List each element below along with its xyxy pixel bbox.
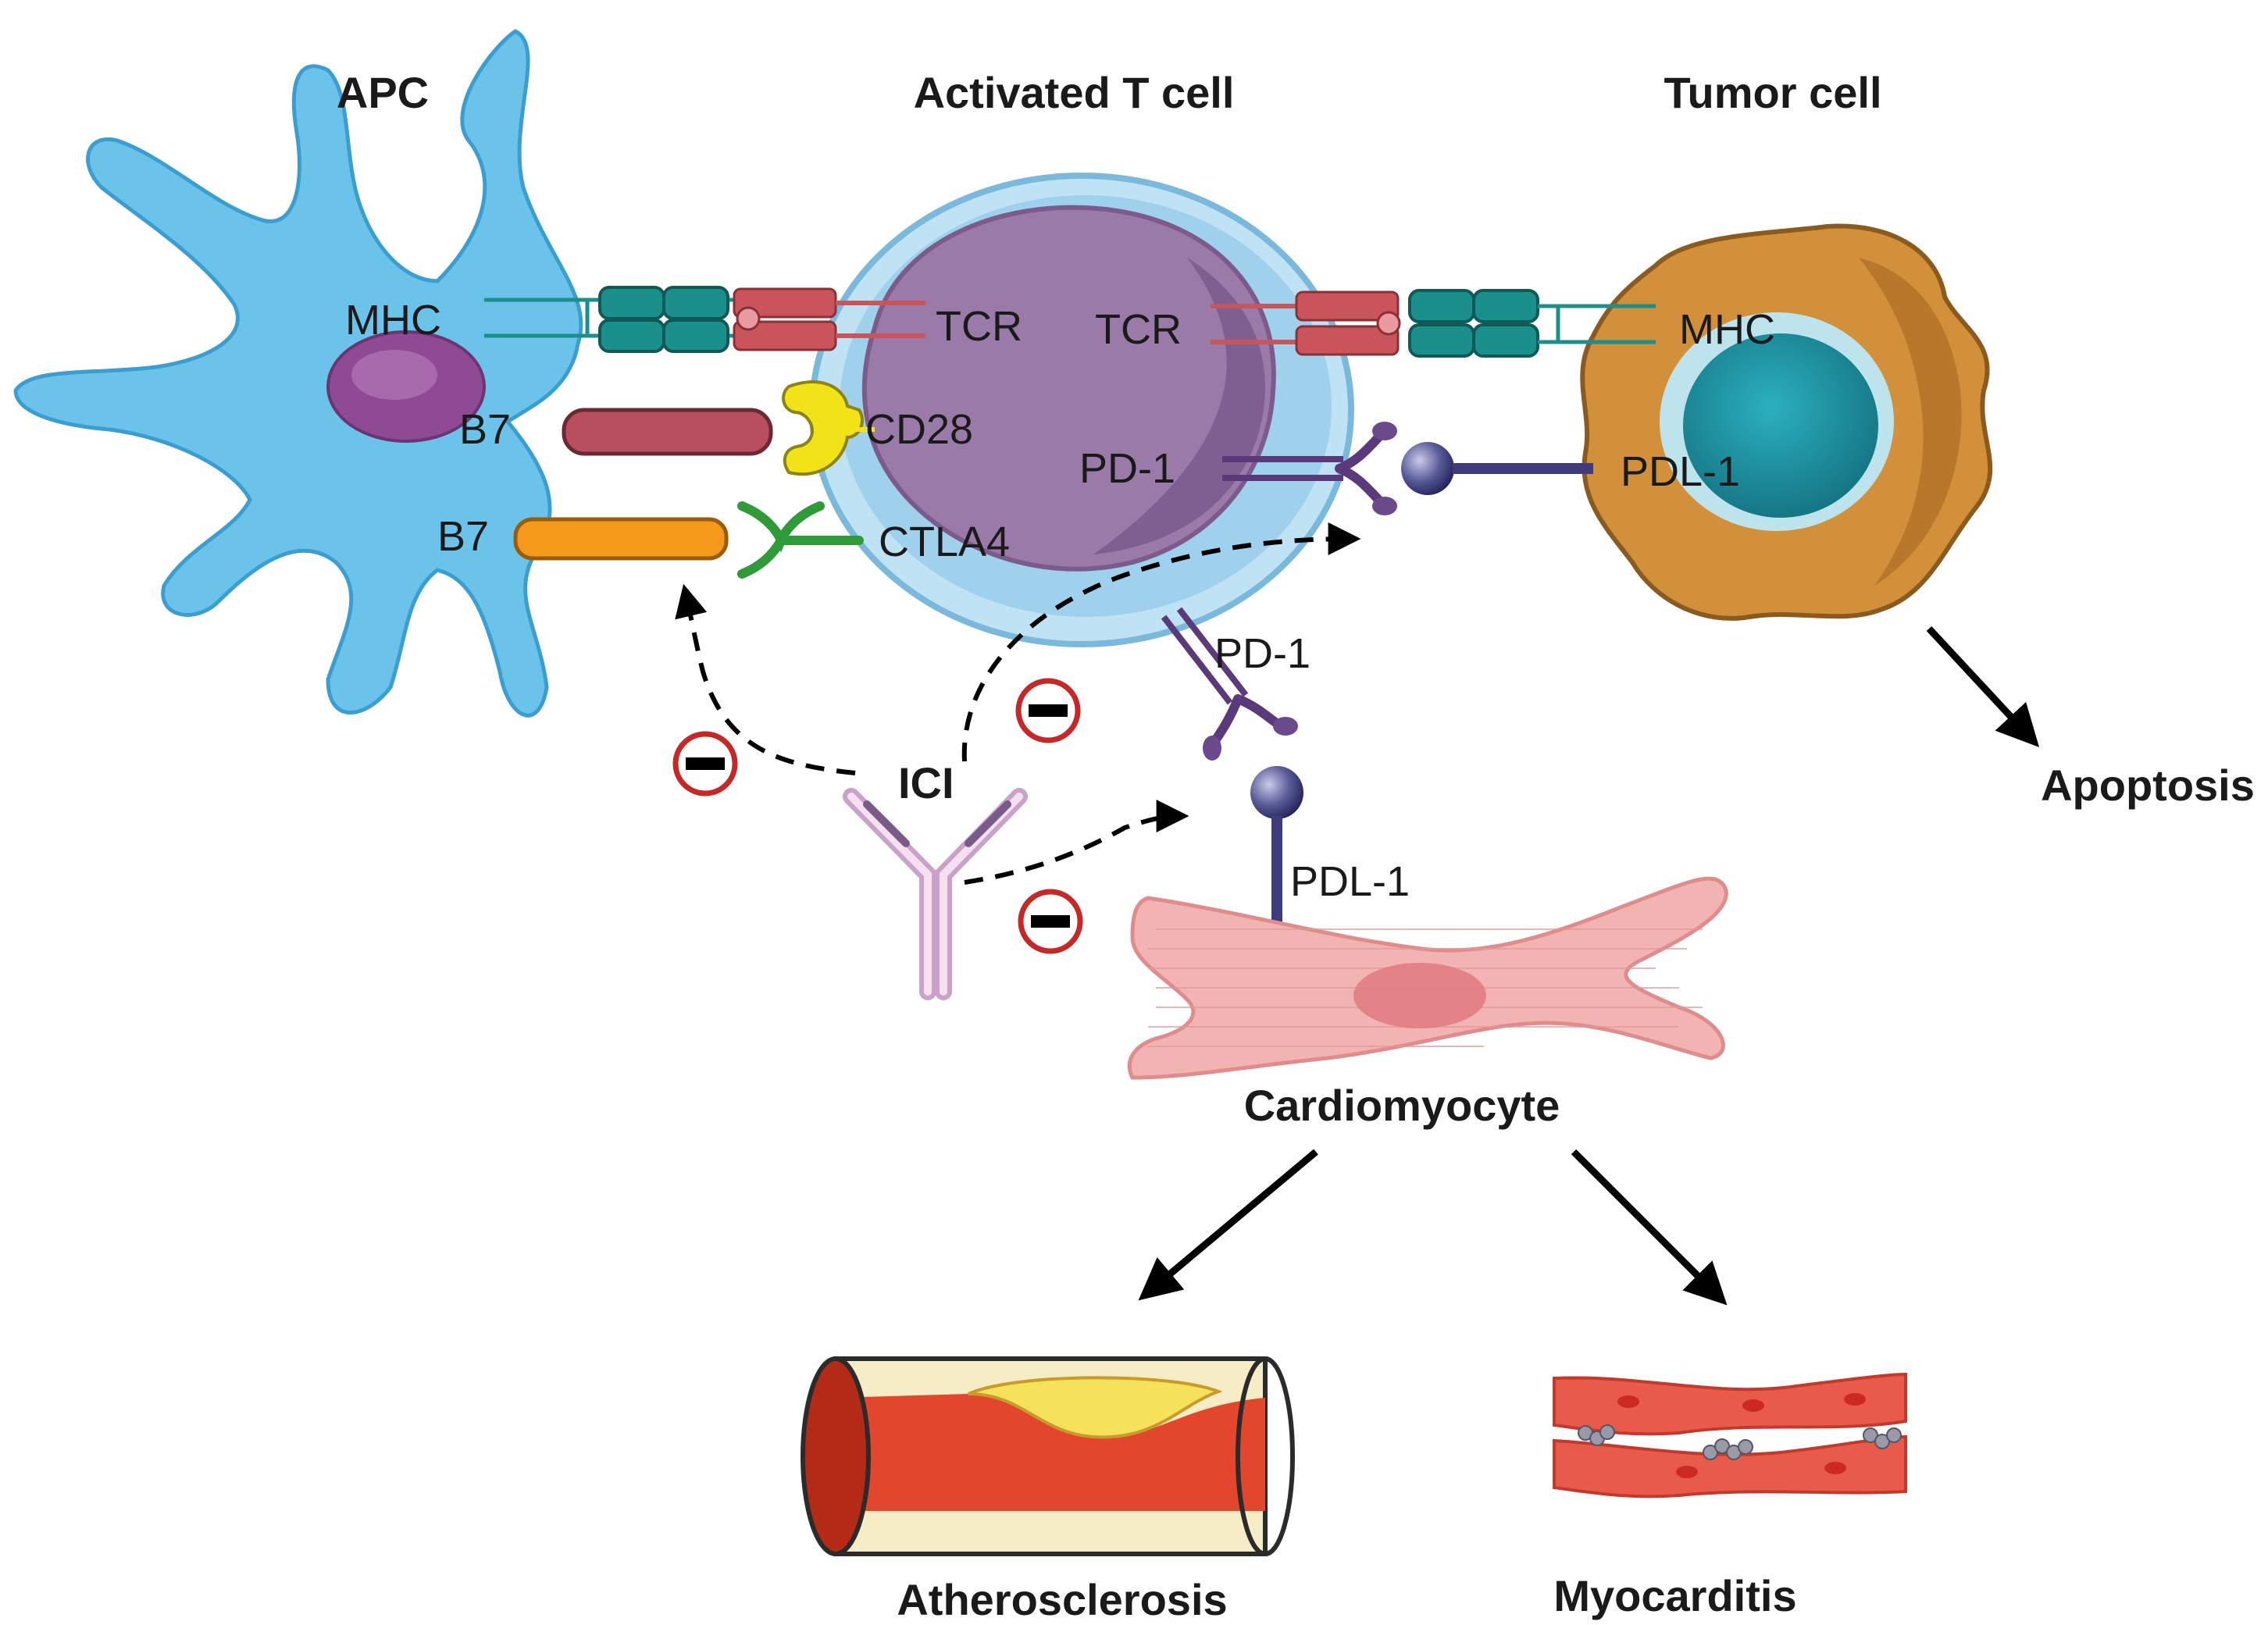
b7-cd28-pair (562, 380, 875, 476)
label-mhc-left: MHC (345, 297, 441, 344)
tcell-nucleus (861, 205, 1276, 572)
label-pd1-tumor: PD-1 (1079, 445, 1175, 492)
label-pdl1-cardio: PDL-1 (1290, 858, 1410, 905)
pd1-pdl1-cardiomyocyte (1161, 607, 1303, 957)
dashed-arrow-to-pd1-tumor (961, 522, 1361, 762)
tcell-nucleus-shade (1093, 258, 1265, 554)
tcr-right-chain-2 (1295, 325, 1400, 356)
b7-bottom-molecule (513, 517, 729, 561)
inhibition-symbol-2 (1015, 678, 1081, 743)
dashed-arrow-to-pdl1-cardio (964, 800, 1189, 885)
mhc-right-domain-3 (1408, 323, 1475, 358)
tumor-body-shade (1859, 258, 1962, 586)
pd1-cardio-receptor (1210, 694, 1286, 747)
ctla4-molecule (737, 501, 864, 579)
tcr-mhc-complex-right (1211, 289, 1656, 358)
tcr-right-antigen (1376, 311, 1401, 336)
plaque (968, 1376, 1223, 1439)
mhc-left-domain-2 (662, 286, 729, 320)
vessel-lumen (836, 1394, 1265, 1511)
activated-t-cell (809, 173, 1354, 647)
mhc-left-domain-1 (598, 286, 665, 320)
label-ctla4: CTLA4 (879, 519, 1010, 565)
tcr-right-chain-1 (1295, 290, 1400, 322)
mhc-left-domain-4 (662, 319, 729, 353)
label-cd28: CD28 (865, 406, 973, 453)
label-pd1-cardio: PD-1 (1214, 630, 1311, 677)
label-b7-top: B7 (459, 406, 511, 453)
pd1-pdl1-tumor (1222, 422, 1593, 515)
dashed-arrow-to-b7 (675, 583, 856, 775)
inhibition-symbol-1 (672, 731, 738, 796)
tcr-left-antigen (736, 306, 761, 331)
immune-cell-infiltrate (1578, 1424, 1902, 1460)
cardiomyocyte-nucleus (1353, 963, 1486, 1028)
myocarditis-tissue (1553, 1372, 1907, 1498)
cardiomyocyte-cell (1127, 876, 1728, 1080)
header-tumor-cell: Tumor cell (1664, 68, 1881, 117)
arrow-to-myocarditis (1571, 1149, 1728, 1306)
apc-body (13, 29, 583, 718)
ici-inhibition-arrows (675, 522, 1361, 885)
arrow-to-apoptosis (1926, 625, 2040, 747)
atherosclerosis-vessel (801, 1356, 1295, 1556)
ici-antibody (843, 788, 1028, 1000)
cd28-molecule (782, 380, 864, 476)
b7-ctla4-pair (513, 501, 864, 579)
b7-top-molecule (562, 408, 773, 456)
vessel-opening (801, 1356, 871, 1556)
pdl1-cardio-ligand (1250, 766, 1303, 819)
apc-nucleus-highlight (351, 350, 437, 400)
label-cardiomyocyte: Cardiomyocyte (1244, 1081, 1560, 1130)
mhc-right-domain-4 (1472, 323, 1539, 358)
mhc-left-domain-3 (598, 319, 665, 353)
header-activated-t-cell: Activated T cell (914, 68, 1235, 117)
arrow-to-atherosclerosis (1138, 1149, 1318, 1301)
outcome-arrows (1138, 625, 2040, 1306)
mhc-right-domain-2 (1472, 289, 1539, 323)
label-myocarditis: Myocarditis (1553, 1571, 1796, 1620)
header-apc: APC (337, 68, 429, 117)
label-atherosclerosis: Atherosclerosis (897, 1575, 1227, 1624)
pdl1-tumor-ligand (1401, 442, 1454, 495)
label-ici: ICI (898, 758, 954, 807)
myocardial-fiber-top (1553, 1372, 1907, 1436)
label-tcr-left: TCR (936, 303, 1022, 350)
mhc-right-domain-1 (1408, 289, 1475, 323)
label-b7-bottom: B7 (437, 513, 489, 560)
label-mhc-right: MHC (1679, 306, 1775, 353)
myocardial-fiber-bottom (1553, 1434, 1907, 1498)
apc-cell (13, 29, 583, 718)
tumor-nucleus (1683, 333, 1878, 518)
label-apoptosis: Apoptosis (2041, 761, 2255, 810)
label-tcr-right: TCR (1095, 306, 1182, 353)
label-pdl1-tumor: PDL-1 (1621, 448, 1740, 495)
mhc-tcr-complex-left (484, 286, 925, 353)
tumor-cell (1580, 223, 1993, 621)
inhibition-symbol-3 (1018, 889, 1083, 954)
